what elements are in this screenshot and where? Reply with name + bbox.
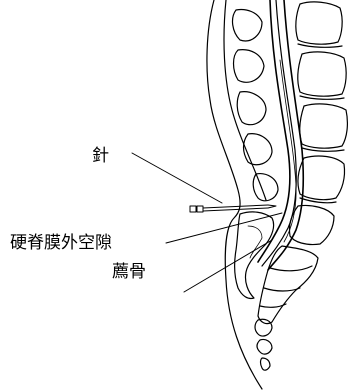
leader-epidural [166,213,282,243]
spinous-process-4 [244,134,273,165]
needle-tip [268,205,276,208]
coccyx-segment-1 [255,319,272,336]
needle [190,205,276,212]
vertebral-body-1 [296,2,342,44]
spinous-process-3 [237,92,266,125]
sacral-segment-line-1 [270,266,312,271]
epidural-region-outline [235,212,274,299]
vertebral-body-4 [298,156,345,200]
vertebral-body-2 [298,52,346,96]
vertebral-body-5 [289,205,334,244]
label-sacrum: 薦骨 [112,262,146,282]
leader-sacrum [184,240,272,292]
spinous-process-1 [233,10,262,41]
leader-needle [132,153,222,203]
sacral-segment-line-2 [264,288,300,291]
needle-hub-1 [190,206,196,212]
coccyx-segment-2 [257,339,272,354]
vertebral-body-3 [300,104,348,148]
label-needle: 針 [92,146,109,166]
label-epidural-space: 硬脊膜外空隙 [10,233,112,253]
needle-shaft [203,205,268,208]
posterior-lamina-line [224,0,266,200]
needle-shaft-lower [203,208,268,211]
spinous-process-2 [234,50,265,83]
sacrum-outline [258,246,318,324]
needle-hub-2 [197,206,203,212]
spinous-process-5 [253,174,278,201]
coccyx-segment-3 [261,358,271,370]
